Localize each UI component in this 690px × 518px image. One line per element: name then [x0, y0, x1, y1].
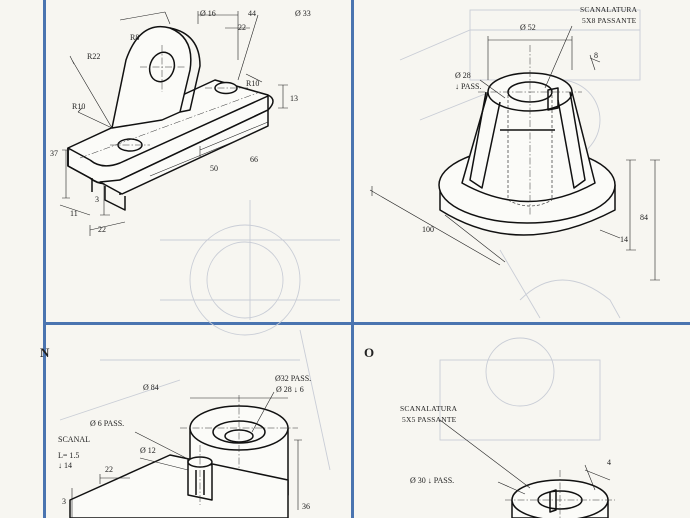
dim-label: Ø 16 — [200, 9, 216, 18]
dim-label: 4 — [607, 458, 611, 467]
dim-label: R8 — [130, 33, 140, 42]
frame-divider-horizontal — [43, 322, 690, 325]
dim-label: Ø 28 ↓ 6 — [276, 385, 304, 394]
dim-label: Ø32 PASS. — [275, 374, 312, 383]
dim-label: 13 — [290, 94, 298, 103]
dim-label: R10 — [72, 102, 86, 111]
dim-label: Ø 28 — [455, 71, 471, 80]
frame-divider-vertical-middle — [351, 0, 354, 518]
dim-label: 100 — [422, 225, 434, 234]
panel-letter: O — [364, 345, 375, 360]
dim-label: 84 — [640, 213, 648, 222]
dim-label: 44 — [248, 9, 256, 18]
dim-label: 3 — [62, 497, 66, 506]
dim-label: 22 — [105, 465, 113, 474]
dim-label: R10 — [246, 79, 260, 88]
dim-label: Ø 12 — [140, 446, 156, 455]
dim-label: 22 — [238, 23, 246, 32]
dim-label: Ø 30 ↓ PASS. — [410, 476, 455, 485]
callout-subtitle: 5X8 PASSANTE — [582, 16, 637, 25]
dim-label: 14 — [620, 235, 628, 244]
dim-label: 3 — [95, 195, 99, 204]
dim-label: Ø 84 — [143, 383, 159, 392]
dim-label: ↓ PASS. — [455, 82, 482, 91]
dim-label: 36 — [302, 502, 310, 511]
dim-label: SCANAL — [58, 435, 91, 444]
dim-label: Ø 52 — [520, 23, 536, 32]
callout-subtitle: 5X5 PASSANTE — [402, 415, 457, 424]
dim-label: 50 — [210, 164, 218, 173]
dim-label: Ø 33 — [295, 9, 311, 18]
keyed-hub-isometric-drawing — [439, 419, 615, 518]
dim-label: ↓ 14 — [58, 461, 72, 470]
dim-label: 37 — [50, 149, 58, 158]
dim-label: L= 1.5 — [58, 451, 80, 460]
panel-letter: N — [40, 345, 50, 360]
callout-title: SCANALATURA — [580, 5, 638, 14]
cone-hub-isometric-drawing — [369, 25, 660, 281]
dim-label: R22 — [87, 52, 101, 61]
dim-label: 11 — [70, 209, 78, 218]
frame-divider-vertical-left — [43, 0, 46, 518]
mount-block-isometric-drawing — [69, 391, 302, 518]
dim-label: Ø 6 PASS. — [90, 419, 125, 428]
dim-label: 66 — [250, 155, 258, 164]
callout-title: SCANALATURA — [400, 404, 458, 413]
dim-label: 22 — [98, 225, 106, 234]
bracket-isometric-drawing — [59, 11, 288, 236]
dim-label: 8 — [594, 51, 598, 60]
